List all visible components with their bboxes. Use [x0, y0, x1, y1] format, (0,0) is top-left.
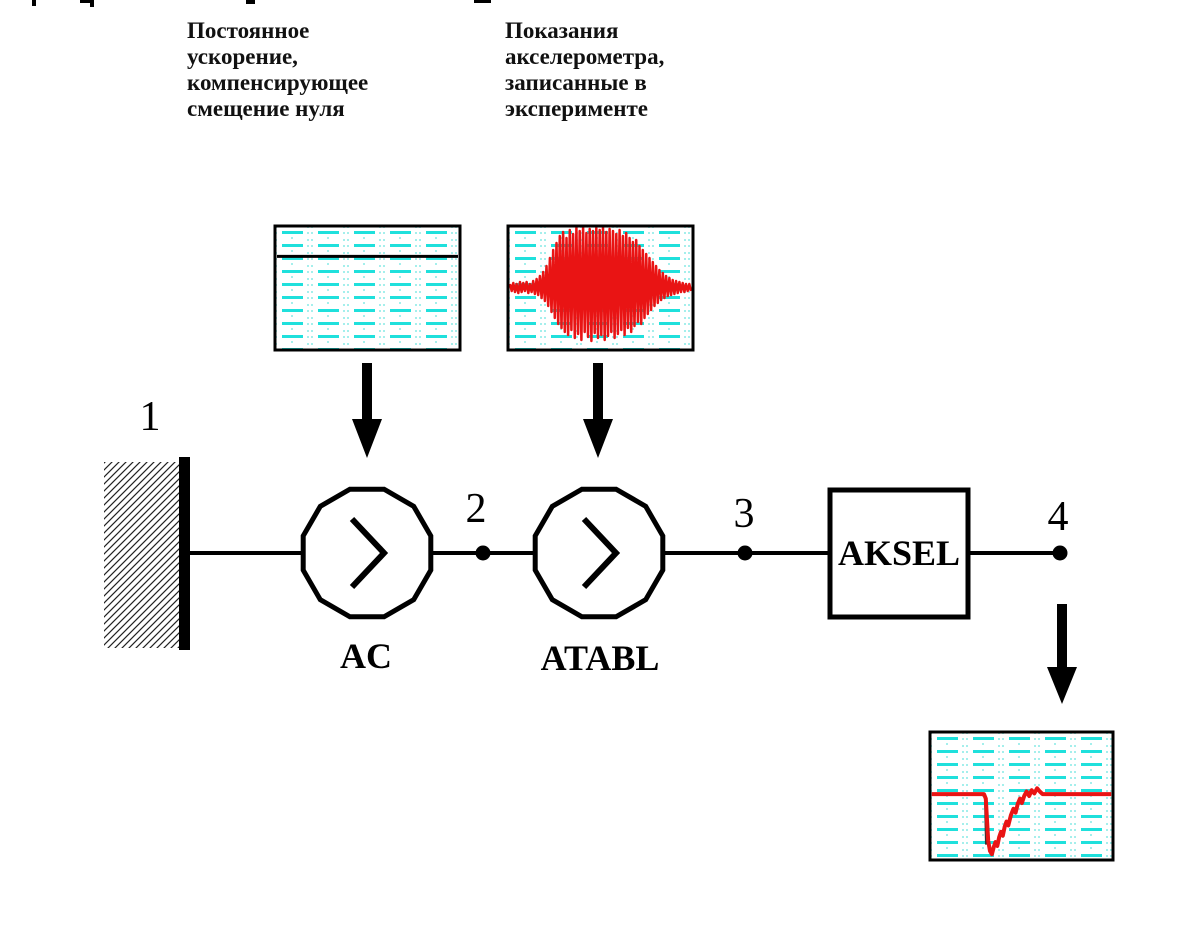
- wall-hatch: [104, 462, 180, 648]
- plot-border: [273, 224, 462, 352]
- aksel-label: AKSEL: [838, 533, 960, 573]
- down-arrow-icon-output: [1047, 604, 1077, 704]
- node-label-2: 2: [466, 486, 487, 532]
- chevron-right-icon: [581, 516, 621, 590]
- plot-border: [928, 730, 1115, 862]
- caption-accelerometer-readings: Показания акселерометра, записанные в эк…: [505, 18, 665, 121]
- cropped-text-fragments: [32, 0, 491, 7]
- node-label-4: 4: [1048, 494, 1069, 540]
- ac-label: AC: [340, 636, 392, 676]
- caption-constant-acceleration: Постоянное ускорение, компенсирующее сме…: [187, 18, 369, 121]
- down-arrow-icon-experiment: [583, 363, 613, 458]
- seismogram-trace: [508, 225, 693, 343]
- plot-border: [506, 224, 695, 352]
- output-plot: [928, 730, 1115, 862]
- wall-bar: [179, 457, 190, 650]
- response-trace: [931, 786, 1112, 857]
- element-aksel-box: AKSEL: [827, 487, 971, 620]
- bias-plot: [273, 224, 462, 352]
- node-label-3: 3: [734, 491, 755, 537]
- chevron-right-icon: [349, 516, 389, 590]
- atabl-label: ATABL: [541, 638, 660, 678]
- down-arrow-icon-bias: [352, 363, 382, 458]
- node-label-1: 1: [140, 394, 161, 440]
- element-atabl-symbol: [532, 486, 666, 620]
- element-ac-symbol: [300, 486, 434, 620]
- node-dot-3: [737, 545, 753, 561]
- node-dot-4: [1052, 545, 1068, 561]
- node-dot-2: [475, 545, 491, 561]
- fixed-support-wall: [104, 457, 190, 650]
- experiment-plot: [506, 224, 695, 352]
